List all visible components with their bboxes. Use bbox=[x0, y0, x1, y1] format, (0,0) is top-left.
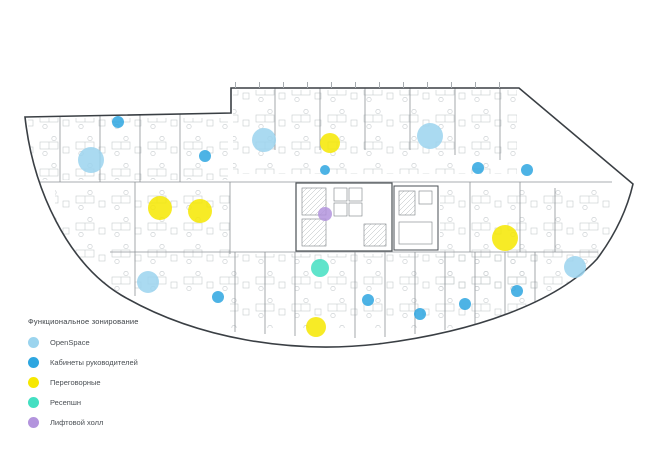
reception-swatch-icon bbox=[28, 397, 39, 408]
zone-circle-executive_office bbox=[511, 285, 523, 297]
zone-circle-executive_office bbox=[521, 164, 533, 176]
zone-circle-openspace bbox=[252, 128, 276, 152]
legend-item-openspace: OpenSpace bbox=[28, 337, 188, 348]
building-core bbox=[295, 182, 439, 252]
zone-circle-openspace bbox=[78, 147, 104, 173]
legend-title: Функциональное зонирование bbox=[28, 317, 139, 326]
zone-circle-meeting bbox=[306, 317, 326, 337]
elevator-hall-swatch-icon bbox=[28, 417, 39, 428]
zone-circle-executive_office bbox=[320, 165, 330, 175]
legend-label: Лифтовой холл bbox=[50, 418, 104, 427]
zone-circle-elevator bbox=[318, 207, 332, 221]
zone-circle-executive_office bbox=[112, 116, 124, 128]
legend-label: Кабинеты руководителей bbox=[50, 358, 138, 367]
legend-label: Ресепшн bbox=[50, 398, 81, 407]
legend-label: OpenSpace bbox=[50, 338, 90, 347]
zone-circle-reception bbox=[311, 259, 329, 277]
legend-label: Переговорные bbox=[50, 378, 101, 387]
legend-item-reception: Ресепшн bbox=[28, 397, 188, 408]
zone-circle-openspace bbox=[137, 271, 159, 293]
zone-circle-executive_office bbox=[199, 150, 211, 162]
zone-circle-executive_office bbox=[459, 298, 471, 310]
executive-office-swatch-icon bbox=[28, 357, 39, 368]
meeting-room-swatch-icon bbox=[28, 377, 39, 388]
zone-circle-executive_office bbox=[414, 308, 426, 320]
legend-item-meeting-rooms: Переговорные bbox=[28, 377, 188, 388]
furniture-areas bbox=[28, 90, 612, 328]
zone-circle-openspace bbox=[564, 256, 586, 278]
legend: Функциональное зонирование OpenSpace Каб… bbox=[28, 317, 188, 437]
zone-circle-executive_office bbox=[212, 291, 224, 303]
zone-circle-executive_office bbox=[472, 162, 484, 174]
legend-item-executive-offices: Кабинеты руководителей bbox=[28, 357, 188, 368]
legend-item-elevator-hall: Лифтовой холл bbox=[28, 417, 188, 428]
building-outline bbox=[24, 87, 634, 348]
zone-circle-meeting bbox=[188, 199, 212, 223]
zone-circle-meeting bbox=[320, 133, 340, 153]
zone-layer bbox=[78, 116, 586, 337]
openspace-swatch-icon bbox=[28, 337, 39, 348]
zone-circle-meeting bbox=[492, 225, 518, 251]
zone-circle-executive_office bbox=[362, 294, 374, 306]
zone-circle-meeting bbox=[148, 196, 172, 220]
zone-circle-openspace bbox=[417, 123, 443, 149]
interior-walls bbox=[30, 88, 612, 338]
